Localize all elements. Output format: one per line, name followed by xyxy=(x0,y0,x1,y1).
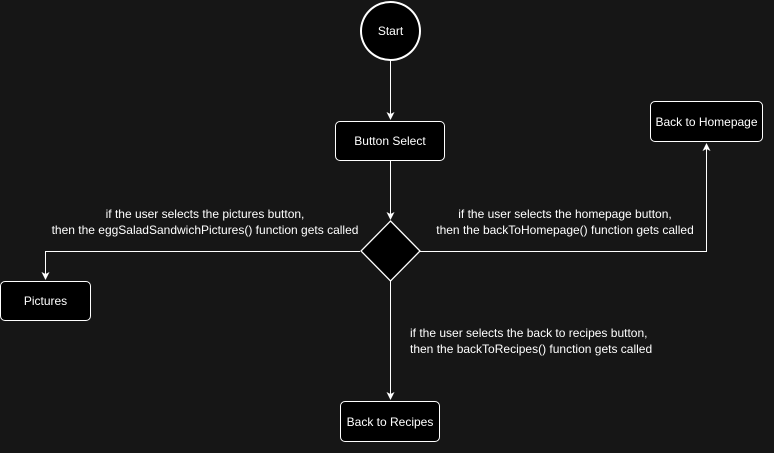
pictures-edge-label-line-2: then the eggSaladSandwichPictures() func… xyxy=(51,223,359,237)
recipes-edge-label: if the user selects the back to recipes … xyxy=(410,325,670,357)
back-to-recipes-node: Back to Recipes xyxy=(340,401,440,442)
back-to-homepage-node: Back to Homepage xyxy=(650,101,763,142)
pictures-node: Pictures xyxy=(0,281,91,321)
recipes-edge-label-line-2: then the backToRecipes() function gets c… xyxy=(410,342,653,356)
button-select-node: Button Select xyxy=(335,121,445,161)
decision-diamond xyxy=(360,220,421,282)
start-node: Start xyxy=(360,1,421,61)
pictures-label: Pictures xyxy=(23,294,68,308)
start-label: Start xyxy=(377,24,404,38)
homepage-edge-label: if the user selects the homepage button,… xyxy=(420,206,710,238)
back-to-recipes-label: Back to Recipes xyxy=(346,414,434,429)
pictures-edge-label-line-1: if the user selects the pictures button, xyxy=(105,207,305,221)
homepage-edge-label-line-2: then the backToHomepage() function gets … xyxy=(436,223,694,237)
pictures-edge-label: if the user selects the pictures button,… xyxy=(40,206,370,238)
homepage-edge-label-line-1: if the user selects the homepage button, xyxy=(458,207,672,221)
button-select-label: Button Select xyxy=(354,134,426,148)
edge-decision-to-homepage xyxy=(420,143,711,252)
edge-decision-to-pictures xyxy=(41,251,360,280)
back-to-homepage-label: Back to Homepage xyxy=(655,114,758,129)
recipes-edge-label-line-1: if the user selects the back to recipes … xyxy=(410,326,648,340)
